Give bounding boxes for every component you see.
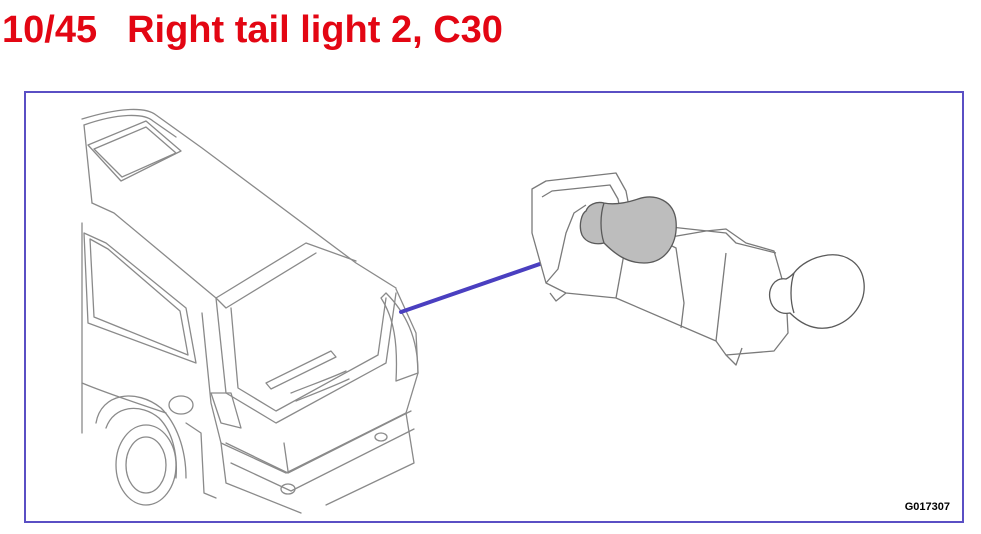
figure-code: G017307	[904, 501, 950, 513]
diagram-frame: G017307	[24, 91, 964, 523]
diagram-canvas	[81, 108, 865, 514]
tail-light-bulb-socket-icon	[531, 172, 865, 366]
title-text: Right tail light 2, C30	[127, 9, 503, 51]
page-title: 10/45 Right tail light 2, C30	[2, 6, 503, 54]
page-number: 10/45	[2, 9, 98, 51]
car-rear-icon	[81, 108, 419, 514]
